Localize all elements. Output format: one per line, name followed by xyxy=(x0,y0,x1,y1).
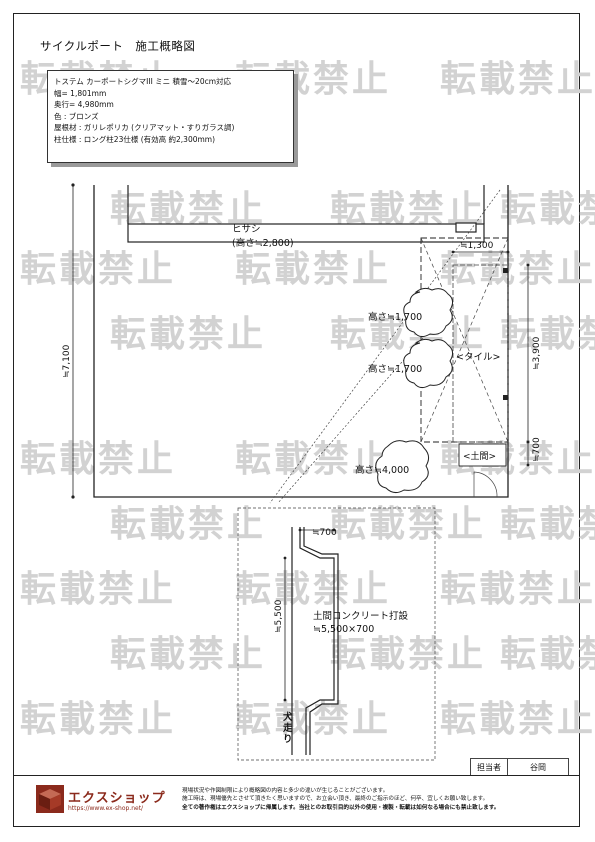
box-icon xyxy=(36,785,64,813)
dim-7100-label: ≒7,100 xyxy=(62,344,72,378)
concrete-size-label: ≒5,500×700 xyxy=(313,624,375,635)
page-title: サイクルポート 施工概略図 xyxy=(40,39,196,53)
watermark-text: 転載禁止 xyxy=(235,249,392,290)
stamp-role: 担当者 xyxy=(470,758,508,776)
note-1: 現場状況や作図制限により概略図の内容と多少の違いが生じることがございます。 xyxy=(182,788,389,794)
watermark-text: 転載禁止 xyxy=(500,634,595,675)
inutari-label: 犬走り xyxy=(283,712,293,745)
tree2-height-label: 高さ≒1,700 xyxy=(368,364,423,375)
dim-5500-label: ≒5,500 xyxy=(274,599,284,633)
spec-width: 幅= 1,801mm xyxy=(54,88,107,98)
watermark-text: 転載禁止 xyxy=(500,504,595,545)
watermark-text: 転載禁止 xyxy=(20,439,177,480)
dim-3900-label: ≒3,900 xyxy=(532,336,542,370)
watermark-text: 転載禁止 xyxy=(500,314,595,355)
stamp-name: 谷岡 xyxy=(507,758,569,776)
watermark-text: 転載禁止 xyxy=(235,439,392,480)
eave-label: ヒサシ xyxy=(232,224,261,235)
person-in-charge-stamp: 担当者 谷岡 xyxy=(470,758,569,776)
dim-1300-label: ≒1,300 xyxy=(460,241,494,251)
watermark-text: 転載禁止 xyxy=(330,634,487,675)
tree1-height-label: 高さ≒1,700 xyxy=(368,312,423,323)
spec-pillar: 柱仕様 : ロング柱23仕様 (有効高 約2,300mm) xyxy=(54,134,216,144)
watermark-text: 転載禁止 xyxy=(110,504,267,545)
watermark-text: 転載禁止 xyxy=(20,249,177,290)
doma-label: <土間> xyxy=(463,452,497,462)
tree-shapes xyxy=(375,287,454,494)
detail-box xyxy=(237,507,436,761)
watermark-text: 転載禁止 xyxy=(235,699,392,740)
logo-name: エクスショップ xyxy=(68,791,166,806)
company-logo: エクスショップ https://www.ex-shop.net/ xyxy=(36,785,166,817)
dim-700-side-label: ≒700 xyxy=(532,437,542,462)
eave-box xyxy=(455,222,477,233)
watermark-text: 転載禁止 xyxy=(440,59,595,100)
watermark-text: 転載禁止 xyxy=(235,569,392,610)
dim-700-detail-label: ≒700 xyxy=(312,528,337,538)
doma-box xyxy=(458,443,507,467)
spec-color: 色 : ブロンズ xyxy=(54,111,99,121)
page-frame xyxy=(13,13,580,827)
watermark-text: 転載禁止 xyxy=(440,249,595,290)
spec-roof: 屋根材 : ガリレポリカ (クリアマット・すりガラス調) xyxy=(54,123,235,133)
watermark-text: 転載禁止 xyxy=(440,569,595,610)
concrete-label: 土間コンクリート打設 xyxy=(313,611,409,622)
spec-box: トステム カーポートシグマIII ミニ 積雪〜20cm対応 幅= 1,801mm… xyxy=(47,70,294,163)
spec-depth: 奥行= 4,980mm xyxy=(54,100,114,110)
watermark-text: 転載禁止 xyxy=(20,569,177,610)
eave-outline xyxy=(127,223,485,243)
note-2: 施工時は、現場優先とさせて頂きたく思いますので、お立会い頂き、最終のご指示のほど… xyxy=(182,796,489,803)
note-3: 全ての著作権はエクスショップに帰属します。当社とのお取引目的以外の使用・複製・転… xyxy=(182,804,500,811)
watermark-text: 転載禁止 xyxy=(20,699,177,740)
footer-notes: 現場状況や作図制限により概略図の内容と多少の違いが生じることがございます。 施工… xyxy=(182,787,572,812)
tree3-height-label: 高さ≒4,000 xyxy=(355,465,410,476)
logo-url: https://www.ex-shop.net/ xyxy=(68,805,144,812)
footer-divider xyxy=(13,775,580,776)
tile-label: <タイル> xyxy=(456,352,501,363)
watermark-text: 転載禁止 xyxy=(110,634,267,675)
watermark-text: 転載禁止 xyxy=(110,314,267,355)
watermark-text: 転載禁止 xyxy=(110,189,267,230)
spec-product: トステム カーポートシグマIII ミニ 積雪〜20cm対応 xyxy=(54,77,232,86)
watermark-text: 転載禁止 xyxy=(330,504,487,545)
watermark-text: 転載禁止 xyxy=(440,699,595,740)
watermark-text: 転載禁止 xyxy=(500,189,595,230)
eave-height-label: (高さ≒2,800) xyxy=(232,238,294,249)
